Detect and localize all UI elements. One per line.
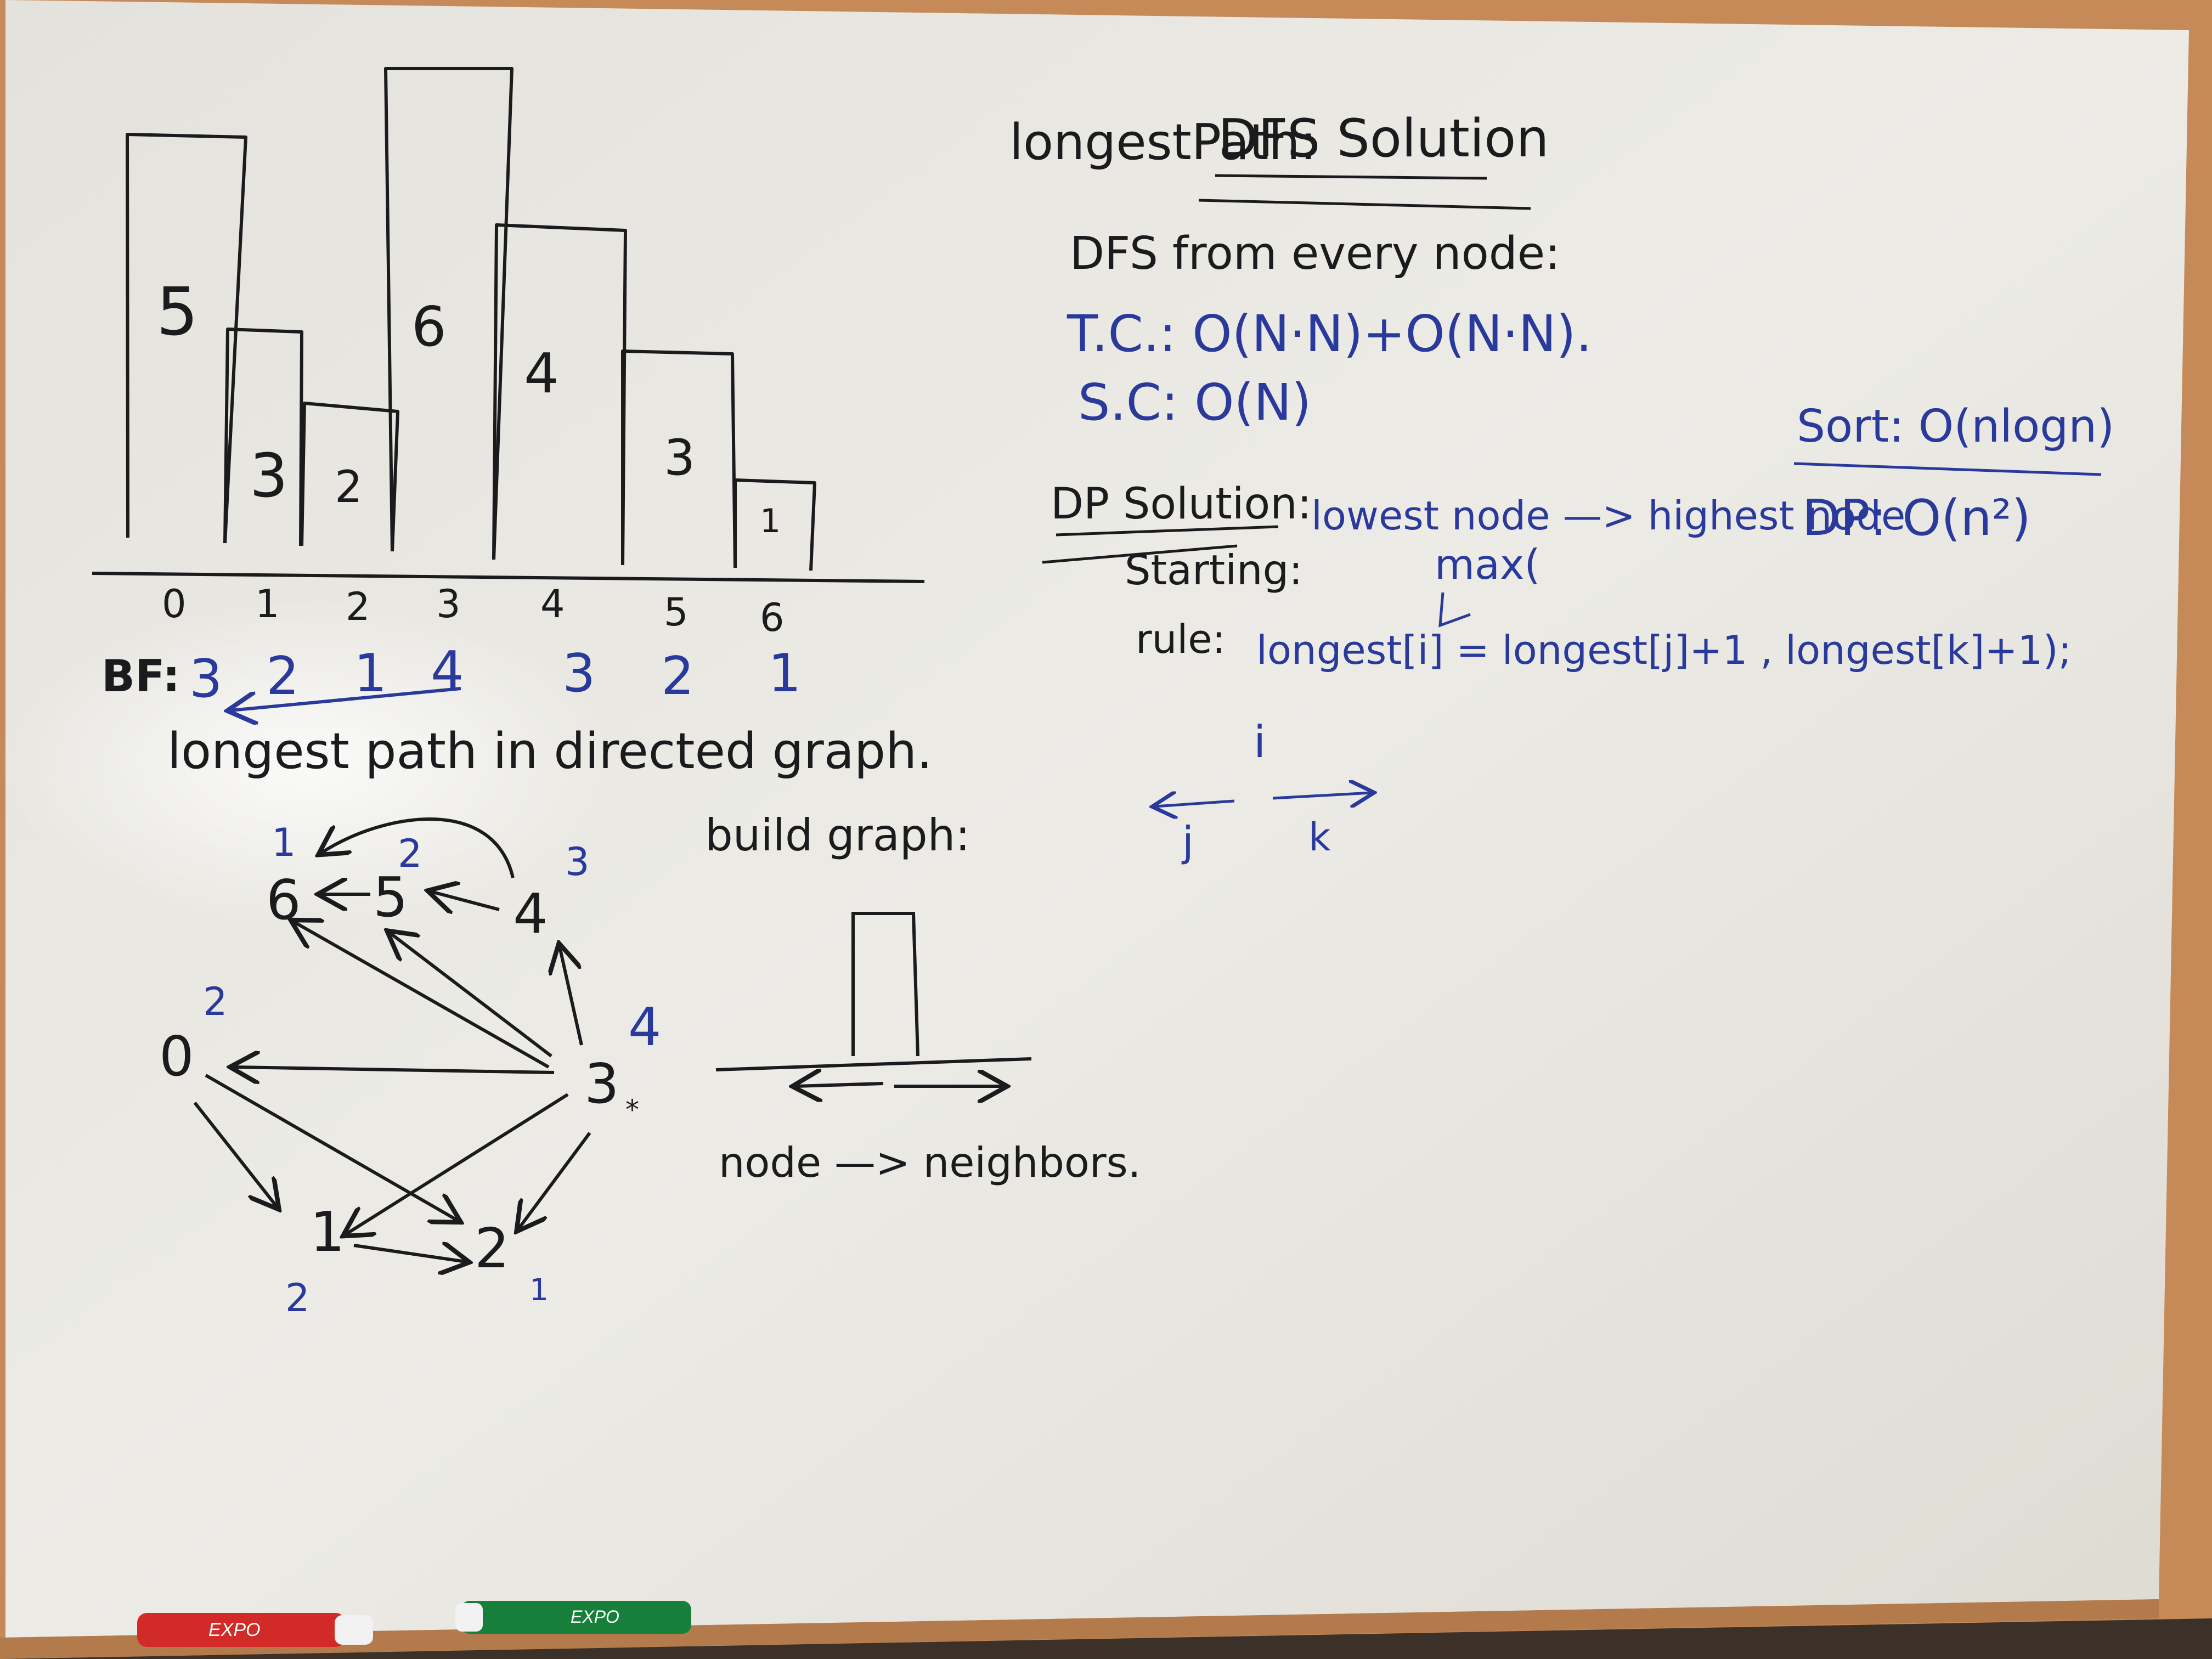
sort-complexity: Sort: O(nlogn): [1797, 400, 2114, 453]
build-baseline: [715, 1057, 1032, 1071]
bar-label-0: 5: [156, 274, 198, 351]
graph-node-3-star: *: [625, 1094, 639, 1126]
build-graph-title: build graph:: [705, 810, 970, 861]
bf-value-5: 2: [661, 646, 694, 707]
edge-3-4: [560, 946, 583, 1046]
rule-value: longest[i] = longest[j]+1 , longest[k]+1…: [1256, 627, 2072, 673]
graph-node-5: 5: [373, 865, 408, 929]
edge-3-0: [233, 1067, 555, 1073]
edge-4-5: [431, 891, 500, 910]
bf-value-6: 1: [768, 644, 801, 704]
graph-node-3: 3: [584, 1052, 619, 1116]
index-label-4: 4: [540, 582, 565, 627]
build-graph-diagram: [715, 912, 1032, 1086]
graph-node-4: 4: [513, 882, 548, 946]
heading-dfs-solution: DFS Solution: [1218, 109, 1549, 169]
diagram-left-arrow: [1155, 801, 1235, 806]
starting-value: lowest node —> highest node: [1311, 493, 1905, 539]
edge-1-2: [353, 1245, 466, 1262]
bar-label-2: 2: [335, 461, 363, 512]
graph-node-2: 2: [475, 1216, 510, 1280]
index-label-1: 1: [255, 582, 280, 627]
bf-backward-arrow: [230, 687, 461, 710]
edge-3-2: [518, 1132, 591, 1229]
bar-5: [621, 349, 737, 568]
time-complexity-line: T.C.: O(N·N)+O(N·N).: [1066, 304, 1592, 363]
histogram: [92, 67, 925, 583]
edge-3-1: [346, 1093, 569, 1234]
graph-node-0: 0: [159, 1024, 194, 1088]
bar-label-3: 6: [411, 295, 447, 359]
heading-longest-path: longestPath:: [1009, 114, 1317, 171]
edge-3-5: [390, 933, 552, 1058]
diagram-i: i: [1254, 716, 1266, 768]
index-label-0: 0: [162, 582, 187, 627]
green-marker[interactable]: EXPO: [455, 1601, 691, 1634]
dist-label-6: 1: [272, 820, 296, 865]
green-marker-label: EXPO: [571, 1607, 619, 1627]
dp-solution-title: DP Solution:: [1051, 479, 1312, 529]
marker-tray: [0, 1599, 2159, 1659]
red-marker-label: EXPO: [208, 1620, 260, 1640]
bar-label-1: 3: [250, 441, 288, 511]
max-hook: [1438, 592, 1471, 628]
dist-label-5: 2: [398, 831, 422, 876]
dist-label-0: 2: [203, 979, 228, 1024]
bf-value-4: 3: [562, 644, 595, 704]
index-label-3: 3: [436, 582, 461, 627]
bf-value-0: 3: [189, 649, 222, 709]
bar-1: [223, 328, 303, 546]
dist-label-4: 3: [565, 839, 590, 884]
build-graph-caption: node —> neighbors.: [719, 1138, 1141, 1187]
sort-dp-divider: [1793, 462, 2102, 476]
dfs-line: DFS from every node:: [1070, 228, 1560, 280]
heading-underline-1: [1215, 174, 1487, 180]
bf-value-2: 1: [354, 644, 387, 704]
histogram-caption: longest path in directed graph.: [167, 723, 933, 780]
bar-2: [300, 402, 399, 552]
diagram-right-arrow: [1272, 793, 1372, 798]
graph-node-1: 1: [310, 1200, 345, 1264]
edge-4-6: [321, 817, 515, 878]
rule-label: rule:: [1136, 616, 1226, 662]
max-label: max(: [1435, 540, 1541, 589]
space-complexity-line: S.C: O(N): [1078, 373, 1311, 432]
bar-6: [733, 478, 816, 571]
board-surface: [5, 0, 2189, 1638]
dp-complexity: DP: O(n²): [1802, 489, 2031, 547]
diagram-k: k: [1308, 815, 1331, 860]
dp-underline-1: [1056, 525, 1279, 537]
bar-3: [384, 67, 514, 560]
graph-node-6: 6: [266, 868, 301, 932]
dist-label-1: 2: [285, 1276, 310, 1321]
heading-underline-2: [1198, 199, 1531, 210]
edge-3-6: [294, 922, 550, 1069]
index-label-5: 5: [664, 590, 689, 635]
light-glare: [0, 598, 614, 927]
build-bar: [851, 912, 919, 1057]
edge-0-1: [193, 1102, 277, 1207]
index-label-2: 2: [346, 584, 370, 629]
bf-value-1: 2: [266, 646, 299, 707]
bf-label: BF:: [101, 651, 180, 702]
bar-0: [126, 133, 247, 544]
bar-label-6: 1: [760, 502, 781, 540]
edge-0-2: [205, 1074, 458, 1221]
red-marker[interactable]: EXPO: [137, 1613, 373, 1647]
baseline: [92, 572, 925, 583]
bar-label-5: 3: [664, 429, 695, 487]
dp-underline-2: [1042, 544, 1238, 564]
build-left-arrow: [795, 1084, 884, 1086]
dist-label-3: 4: [628, 997, 661, 1058]
dist-label-2: 1: [529, 1272, 549, 1307]
graph-edges: [193, 817, 591, 1262]
diagram-j: j: [1181, 817, 1194, 866]
bar-label-4: 4: [524, 341, 559, 405]
index-label-6: 6: [760, 595, 785, 640]
